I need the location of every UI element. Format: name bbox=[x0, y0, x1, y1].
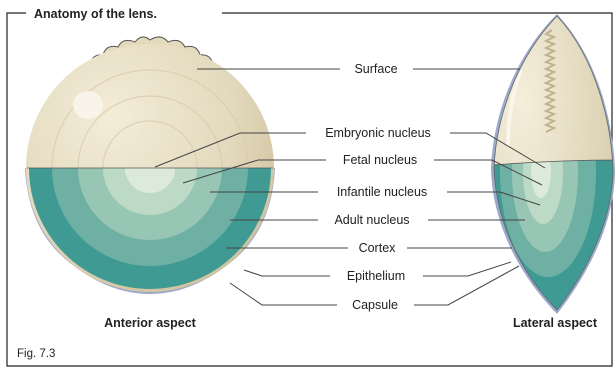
label-surface: Surface bbox=[354, 62, 397, 76]
anterior-lens bbox=[26, 37, 274, 292]
figure-title: Anatomy of the lens. bbox=[34, 7, 157, 21]
figure-number: Fig. 7.3 bbox=[17, 348, 55, 360]
label-infantile-nucleus: Infantile nucleus bbox=[337, 185, 427, 199]
label-capsule: Capsule bbox=[352, 298, 398, 312]
caption-lateral-aspect: Lateral aspect bbox=[513, 316, 598, 330]
label-adult-nucleus: Adult nucleus bbox=[334, 213, 409, 227]
label-cortex: Cortex bbox=[359, 241, 397, 255]
lateral-lens bbox=[480, 0, 615, 350]
label-fetal-nucleus: Fetal nucleus bbox=[343, 153, 417, 167]
caption-anterior-aspect: Anterior aspect bbox=[104, 316, 197, 330]
label-epithelium: Epithelium bbox=[347, 269, 405, 283]
label-embryonic-nucleus: Embryonic nucleus bbox=[325, 126, 431, 140]
light-reflex bbox=[73, 91, 103, 119]
